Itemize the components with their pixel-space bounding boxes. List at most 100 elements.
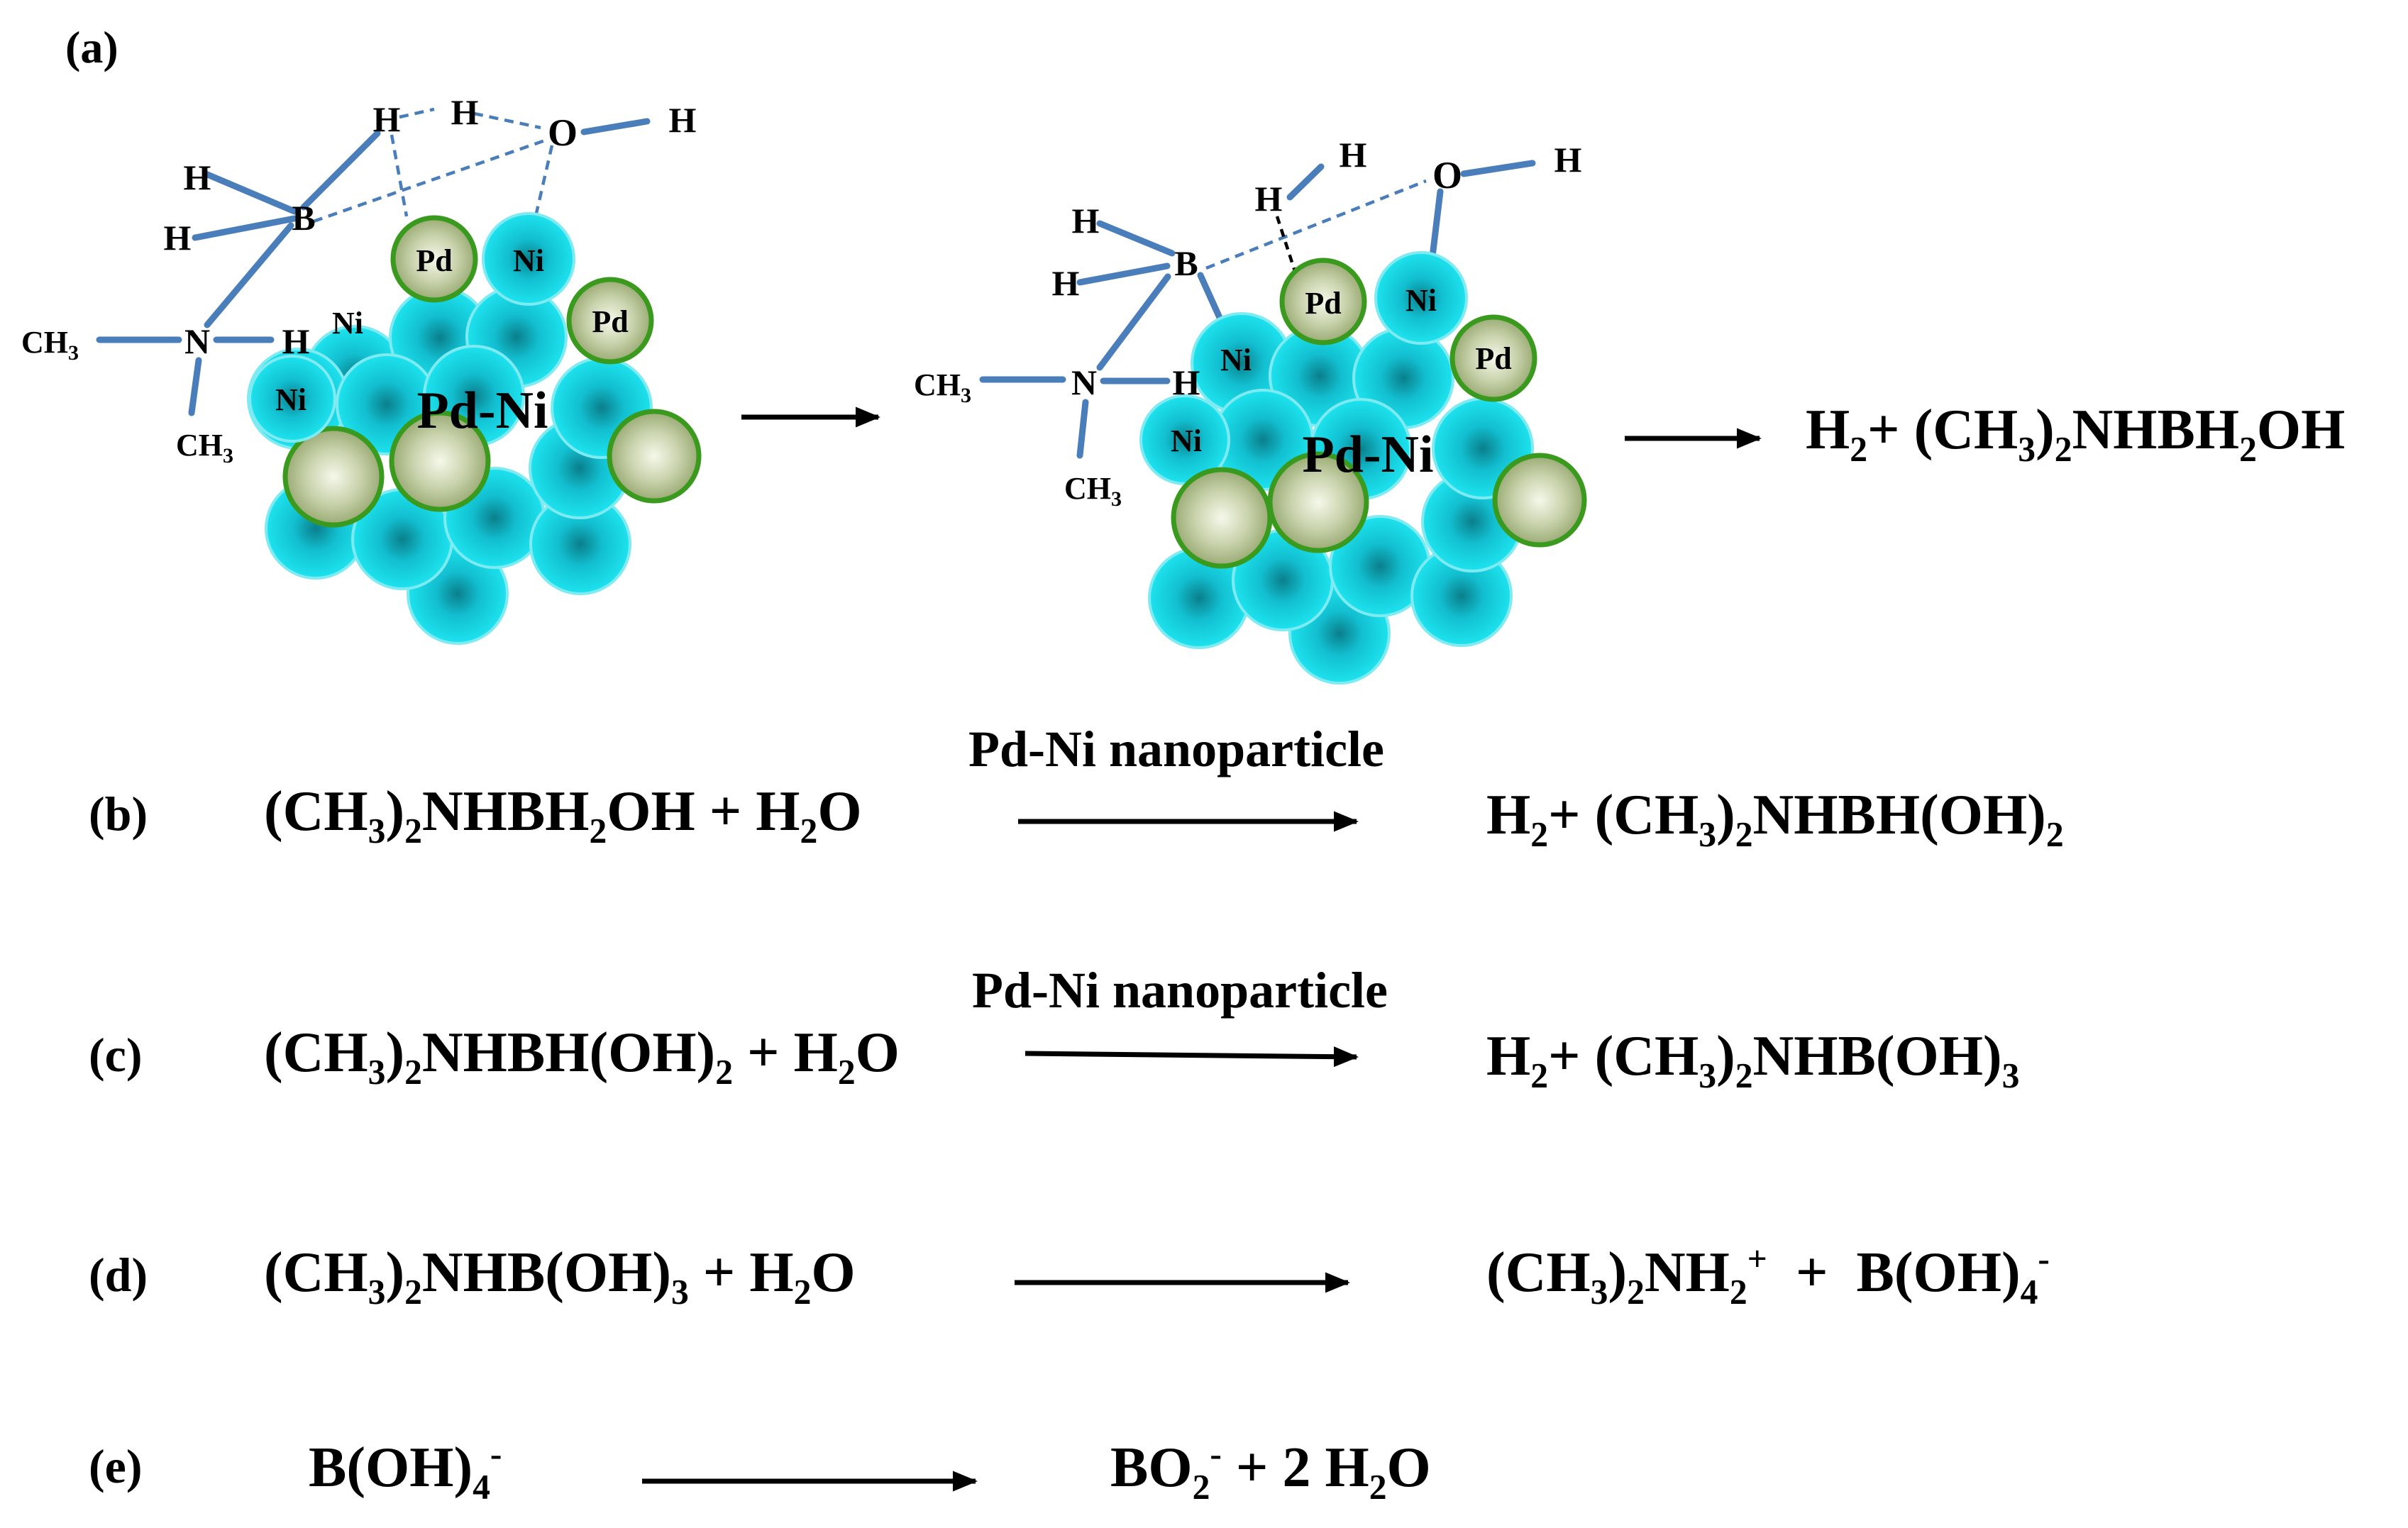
formula-part: ) [385, 780, 404, 843]
bond-o-h [580, 118, 651, 135]
cluster-right: Pd Ni Pd Ni Ni Pd-Ni H H O H H B H N H C… [914, 135, 1587, 685]
pd-sphere [1492, 453, 1587, 548]
formula-part: 3 [2018, 430, 2036, 469]
formula-part: 2 [1193, 1468, 1210, 1507]
pd-sphere [389, 410, 491, 512]
formula-part: 2 [2046, 815, 2064, 854]
pd-sphere [607, 409, 702, 504]
formula-part: 2 [1627, 1273, 1645, 1312]
formula-part: NHB(OH) [422, 1241, 671, 1304]
reaction-arrow-c [1024, 1046, 1359, 1068]
pd-sphere [566, 277, 654, 365]
pd-sphere [390, 215, 478, 303]
cluster-label: Pd-Ni [417, 382, 548, 440]
atom-h: H [1554, 140, 1582, 179]
atom-h: H [451, 92, 479, 132]
formula-part: 2 [715, 1053, 733, 1092]
dashed-bond [313, 138, 546, 223]
ni-label: Ni [332, 306, 363, 341]
formula-part: (CH [264, 1241, 368, 1304]
reactant-d: (CH3)2NHB(OH)3 + H2O [264, 1241, 856, 1312]
atom-h: H [164, 218, 192, 258]
formula-part: ) [1716, 1025, 1735, 1087]
formula-part: 3 [2002, 1056, 2020, 1095]
formula-part: 3 [1699, 815, 1716, 854]
ni-sphere [482, 212, 575, 306]
atom-h: H [184, 157, 211, 197]
formula-part: (CH [264, 780, 368, 843]
formula-part: ) [1608, 1241, 1627, 1304]
formula-part: H [1486, 784, 1530, 846]
formula-part: 2 [1730, 1273, 1747, 1312]
formula-part: 2 [404, 812, 422, 851]
formula-part: H [1806, 399, 1850, 461]
formula-part: O [817, 780, 861, 843]
catalyst-label-c: Pd-Ni nanoparticle [972, 962, 1388, 1019]
bond-b-n [1096, 273, 1171, 371]
formula-part: + H [733, 1022, 838, 1084]
methyl-group: CH3 [1064, 471, 1122, 511]
formula-part: 4 [473, 1468, 490, 1507]
formula-part: 2 [2055, 430, 2072, 469]
pd-label: Pd [1475, 341, 1511, 376]
formula-part: NHBH(OH) [422, 1022, 715, 1084]
formula-part: ) [1716, 784, 1735, 846]
bond-b-ni [1197, 272, 1224, 323]
formula-part: + [1747, 1239, 1767, 1278]
bond-n-ch3 [1076, 399, 1089, 459]
formula-part: - [490, 1434, 502, 1473]
bond-b-n [204, 222, 294, 328]
panel-label-b: (b) [89, 787, 148, 841]
panel-label-e: (e) [89, 1439, 142, 1493]
formula-part: 3 [368, 1053, 386, 1092]
formula-part: + H [689, 1241, 794, 1304]
bond-h-h [1286, 163, 1325, 201]
formula-part: O [1387, 1436, 1431, 1499]
formula-part: 2 [589, 812, 607, 851]
atom-h: H [373, 99, 401, 139]
formula-part: NHBH [2072, 399, 2240, 461]
formula-part: 2 [794, 1273, 812, 1312]
product-a: H2+ (CH3)2NHBH2OH [1806, 399, 2345, 469]
reactant-b: (CH3)2NHBH2OH + H2O [264, 780, 862, 851]
formula-part: ) [2036, 399, 2055, 461]
methyl-group: CH3 [21, 325, 79, 365]
panel-label-c: (c) [89, 1028, 142, 1082]
bond-h-b [1076, 262, 1171, 286]
formula-part: (CH [264, 1022, 368, 1084]
atom-o: O [1432, 154, 1462, 196]
reactant-c: (CH3)2NHBH(OH)2 + H2O [264, 1022, 900, 1092]
formula-part: ) [385, 1022, 404, 1084]
pd-sphere [1449, 314, 1537, 402]
formula-part: 2 [1735, 815, 1753, 854]
formula-part: 2 [404, 1053, 422, 1092]
ni-label: Ni [275, 382, 306, 417]
formula-part: 2 [838, 1053, 856, 1092]
dashed-bond [473, 111, 541, 130]
atom-h: H [1052, 263, 1080, 303]
product-c: H2+ (CH3)2NHB(OH)3 [1486, 1025, 2019, 1095]
pd-sphere [1267, 451, 1369, 553]
formula-part: 2 [1735, 1056, 1753, 1095]
formula-part: H [1486, 1025, 1530, 1087]
formula-part: + (CH [1867, 399, 2018, 461]
pd-sphere [1279, 258, 1367, 345]
formula-part: 3 [1699, 1056, 1716, 1095]
reactant-e: B(OH)4- [309, 1434, 502, 1506]
pd-label: Pd [1305, 286, 1341, 321]
formula-part: 2 [404, 1273, 422, 1312]
dashed-bond [1205, 179, 1427, 270]
dashed-bond [1275, 216, 1297, 272]
formula-part: 4 [2021, 1273, 2038, 1312]
formula-part: 2 [1369, 1468, 1387, 1507]
formula-part: B(OH) [309, 1436, 473, 1499]
atom-h: H [1072, 201, 1100, 240]
product-d: (CH3)2NH2+ + B(OH)4- [1486, 1239, 2050, 1311]
atom-n: N [184, 321, 210, 361]
ni-sphere [1374, 251, 1468, 345]
formula-part: - [1210, 1434, 1222, 1473]
bond-h-b [192, 215, 298, 241]
formula-part: 3 [671, 1273, 689, 1312]
bond-o-ni [1428, 188, 1444, 266]
